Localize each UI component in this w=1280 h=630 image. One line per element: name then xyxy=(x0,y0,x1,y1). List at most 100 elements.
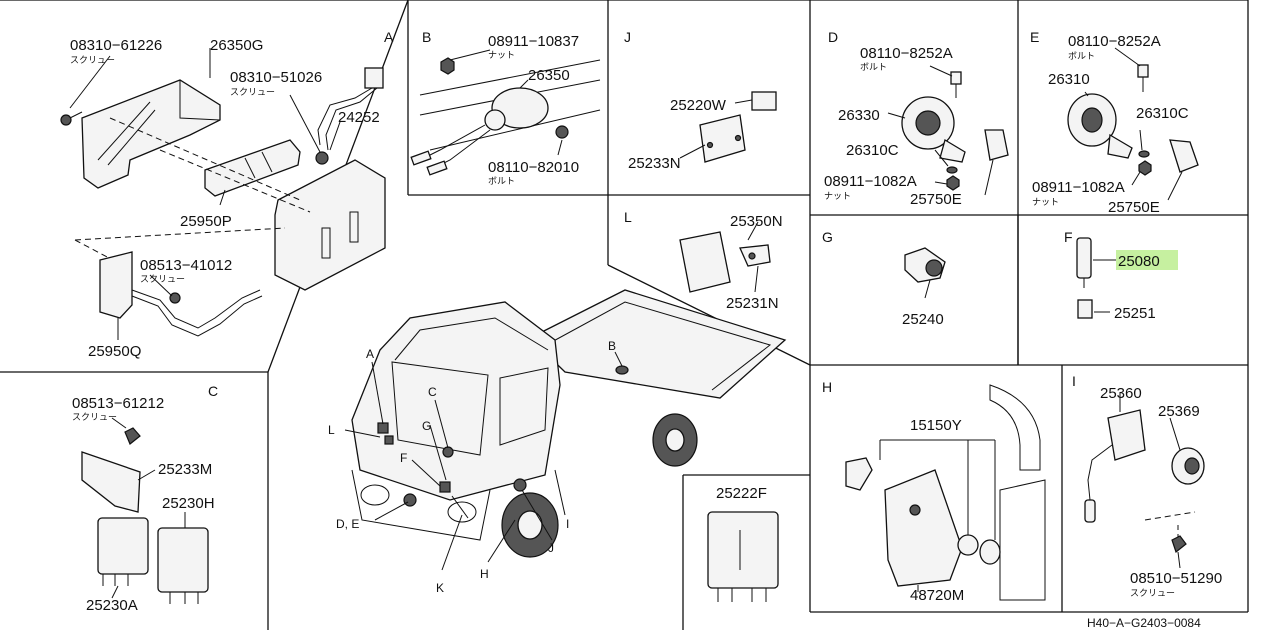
nut-icon xyxy=(946,175,960,191)
switch-icon xyxy=(845,457,873,491)
solenoid-body xyxy=(204,139,301,197)
connector-icon xyxy=(364,67,384,89)
part-name-kana: ナット xyxy=(488,50,515,61)
callout-f: F xyxy=(400,451,407,465)
component-mark xyxy=(442,446,454,458)
part-number: 26350G xyxy=(210,37,263,54)
part-number: 25230A xyxy=(86,597,138,614)
part-number: 08110−8252A xyxy=(1068,33,1161,50)
part-name-kana: ボルト xyxy=(488,176,515,187)
part-number: 26310C xyxy=(846,142,899,159)
component-mark xyxy=(513,478,527,492)
bolt-icon xyxy=(555,125,569,139)
part-number: 25233M xyxy=(158,461,212,478)
part-number: 25350N xyxy=(730,213,783,230)
part-number: 25222F xyxy=(716,485,767,502)
section-l: L 25350N 25231N xyxy=(624,209,783,312)
part-number: 25750E xyxy=(910,191,962,208)
part-number: 25220W xyxy=(670,97,727,114)
section-letter-g: G xyxy=(822,229,833,245)
component-mark xyxy=(377,422,389,434)
part-number: 08513−61212 xyxy=(72,395,164,412)
relay-icon xyxy=(679,231,731,293)
part-number: 08513−41012 xyxy=(140,257,232,274)
clamp-icon xyxy=(984,129,1009,161)
relay-icon xyxy=(97,517,149,575)
nut-icon xyxy=(1138,160,1152,176)
component-mark xyxy=(403,493,417,507)
part-number: 25230H xyxy=(162,495,215,512)
section-c: C 08513−61212 スクリュー 25233M 25230H 25230A xyxy=(72,383,218,614)
part-number: 08911−10837 xyxy=(488,33,579,50)
part-number: 08310−61226 xyxy=(70,37,162,54)
section-letter-f: F xyxy=(1064,229,1073,245)
part-number: 26310C xyxy=(1136,105,1189,122)
callout-k: K xyxy=(436,581,444,595)
part-name-kana: スクリュー xyxy=(140,274,185,285)
screw-icon xyxy=(315,151,329,165)
section-letter-a: A xyxy=(384,29,394,45)
part-number: 48720M xyxy=(910,587,964,604)
section-letter-h: H xyxy=(822,379,832,395)
section-k: 25222F xyxy=(707,485,779,602)
part-number: 25950P xyxy=(180,213,232,230)
section-borders xyxy=(0,0,1249,630)
diagram-code: H40−A−G2403−0084 xyxy=(1087,616,1201,630)
part-name-kana: ナット xyxy=(824,191,851,202)
cover-24252 xyxy=(274,159,386,291)
part-number: 25251 xyxy=(1114,305,1156,322)
section-a: A 08310−61226 xyxy=(60,29,394,360)
section-letter-j: J xyxy=(624,29,631,45)
section-letter-d: D xyxy=(828,29,838,45)
component-mark xyxy=(439,481,451,493)
part-number: 25369 xyxy=(1158,403,1200,420)
section-g: G 25240 xyxy=(822,229,946,328)
section-letter-c: C xyxy=(208,383,218,399)
bolt-icon xyxy=(1137,64,1149,78)
component-mark xyxy=(615,365,629,375)
part-name-kana: ナット xyxy=(1032,197,1059,208)
part-name-kana: スクリュー xyxy=(1130,588,1175,599)
section-j: J 25220W 25233N xyxy=(624,29,777,172)
section-f: F 25080 25251 xyxy=(1064,229,1178,322)
callout-b: B xyxy=(608,339,616,353)
part-number: 08110−82010 xyxy=(488,159,579,176)
part-number-highlighted: 25080 xyxy=(1118,253,1160,270)
part-name-kana: ボルト xyxy=(860,62,887,73)
callout-h: H xyxy=(480,567,489,581)
part-number: 25950Q xyxy=(88,343,141,360)
section-letter-l: L xyxy=(624,209,632,225)
part-number: 25233N xyxy=(628,155,681,172)
part-number: 24252 xyxy=(338,109,380,126)
part-number: 08110−8252A xyxy=(860,45,953,62)
callout-a: A xyxy=(366,347,374,361)
mounting-plate xyxy=(81,79,221,189)
screw-icon xyxy=(169,292,181,304)
switch-bracket xyxy=(884,469,963,587)
callout-g: G xyxy=(422,419,431,433)
part-number: 26310 xyxy=(1048,71,1090,88)
section-e: E 08110−8252A ボルト 26310 26310C 08911−108… xyxy=(1030,29,1199,216)
section-letter-i: I xyxy=(1072,373,1076,389)
temp-sensor-icon xyxy=(1107,409,1146,461)
clamp-icon xyxy=(1169,139,1199,173)
part-number: 08911−1082A xyxy=(1032,179,1125,196)
relay-icon xyxy=(707,511,779,589)
section-i: I 25360 25369 08510−51290 スクリュー xyxy=(1072,373,1222,599)
part-name-kana: スクリュー xyxy=(230,87,275,98)
relay-clip xyxy=(751,91,777,111)
section-letter-e: E xyxy=(1030,29,1039,45)
callout-j: J xyxy=(548,541,554,555)
part-number: 08510−51290 xyxy=(1130,570,1222,587)
nut-icon xyxy=(440,57,455,75)
section-letter-b: B xyxy=(422,29,431,45)
part-number: 25360 xyxy=(1100,385,1142,402)
plug-icon xyxy=(1077,299,1093,319)
section-h: H 15150Y 48720M xyxy=(822,379,1046,604)
component-mark xyxy=(384,435,394,445)
bolt-icon xyxy=(950,71,962,85)
callout-d-e: D, E xyxy=(336,517,359,531)
screw-icon xyxy=(124,427,141,445)
sensor-icon xyxy=(1076,237,1092,279)
callout-l: L xyxy=(328,423,335,437)
